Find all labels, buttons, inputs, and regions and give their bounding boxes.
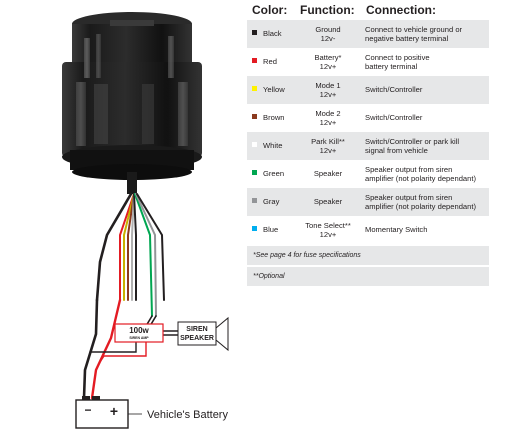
- table-row-blue: Blue Tone Select** 12v+ Momentary Switch: [247, 216, 489, 244]
- lightbar-unit: [62, 12, 202, 180]
- color-name: Gray: [263, 197, 280, 206]
- table-row-black: Black Ground 12v- Connect to vehicle gro…: [247, 20, 489, 48]
- connection-text: Switch/Controller: [365, 85, 423, 94]
- note-optional: **Optional: [247, 267, 489, 286]
- battery-label: Vehicle's Battery: [147, 409, 228, 421]
- color-name: Blue: [263, 225, 279, 234]
- table-row-white: White Park Kill** 12v+ Switch/Controller…: [247, 132, 489, 160]
- amp-sublabel: SIREN AMP: [129, 336, 149, 340]
- connection-text: Switch/Controller: [365, 113, 423, 122]
- connection-text: Speaker output from siren amplifier (not…: [365, 193, 477, 211]
- siren-speaker: SIREN SPEAKER: [177, 316, 229, 352]
- siren-amp: 100w SIREN AMP: [114, 323, 164, 343]
- amp-label: 100w: [129, 326, 149, 335]
- note-fuse: *See page 4 for fuse specifications: [247, 246, 489, 265]
- function-text: Park Kill** 12v+: [311, 137, 345, 155]
- battery-minus-icon: −: [84, 403, 91, 417]
- color-swatch-black: [252, 30, 257, 35]
- header-color: Color:: [252, 3, 288, 17]
- function-text: Battery* 12v+: [314, 53, 342, 71]
- battery: − +: [75, 396, 142, 429]
- color-name: Black: [263, 29, 282, 38]
- connection-text: Connect to positive battery terminal: [365, 53, 430, 71]
- table-row-brown: Brown Mode 2 12v+ Switch/Controller: [247, 104, 489, 132]
- color-name: White: [263, 141, 283, 150]
- speaker-label-line2: SPEAKER: [180, 335, 214, 342]
- connection-text: Momentary Switch: [365, 225, 428, 234]
- color-name: Yellow: [263, 85, 285, 94]
- speaker-label-line1: SIREN: [186, 326, 207, 333]
- header-connection: Connection:: [366, 3, 436, 17]
- table-row-gray: Gray Speaker Speaker output from siren a…: [247, 188, 489, 216]
- table-row-green: Green Speaker Speaker output from siren …: [247, 160, 489, 188]
- function-text: Speaker: [313, 169, 343, 178]
- color-name: Brown: [263, 113, 285, 122]
- function-text: Mode 1 12v+: [315, 81, 341, 99]
- color-swatch-red: [252, 58, 257, 63]
- connection-text: Switch/Controller or park kill signal fr…: [365, 137, 460, 155]
- color-swatch-brown: [252, 114, 257, 119]
- header-function: Function:: [300, 3, 355, 17]
- function-text: Speaker: [313, 197, 343, 206]
- function-text: Tone Select** 12v+: [305, 221, 351, 239]
- color-swatch-green: [252, 170, 257, 175]
- function-text: Ground 12v-: [315, 25, 341, 43]
- function-text: Mode 2 12v+: [315, 109, 341, 127]
- connection-text: Connect to vehicle ground or negative ba…: [365, 25, 463, 43]
- table-row-red: Red Battery* 12v+ Connect to positive ba…: [247, 48, 489, 76]
- color-swatch-gray: [252, 198, 257, 203]
- table-row-yellow: Yellow Mode 1 12v+ Switch/Controller: [247, 76, 489, 104]
- connection-text: Speaker output from siren amplifier (not…: [365, 165, 477, 183]
- wiring-diagram: 100w SIREN AMP SIREN SPEAKER − + Vehicle…: [62, 12, 229, 429]
- color-swatch-white: [252, 142, 257, 147]
- wire-harness: [82, 172, 179, 400]
- color-name: Red: [263, 57, 277, 66]
- battery-plus-icon: +: [110, 403, 118, 419]
- color-name: Green: [263, 169, 285, 178]
- color-swatch-yellow: [252, 86, 257, 91]
- color-swatch-blue: [252, 226, 257, 231]
